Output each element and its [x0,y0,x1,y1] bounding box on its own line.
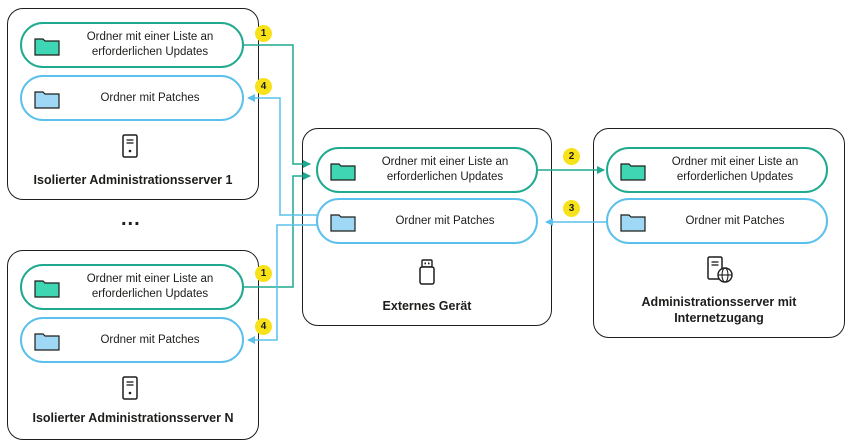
external-patches-folder: Ordner mit Patches [316,198,538,244]
step-badge-4: 4 [255,78,272,95]
folder-icon [34,333,60,351]
internet-caption: Administrationsserver mit Internetzugang [641,295,797,325]
folder-label: Ordner mit einer Liste an erforderlichen… [86,273,214,300]
external-updates-folder: Ordner mit einer Liste an erforderlichen… [316,147,538,193]
folder-icon [34,91,60,109]
internet-patches-folder: Ordner mit Patches [606,198,828,244]
ellipsis: ... [121,208,141,230]
folder-label: Ordner mit Patches [395,214,495,227]
servern-patches-folder: Ordner mit Patches [20,317,244,363]
folder-label: Ordner mit Patches [100,333,200,346]
step-badge-2: 2 [563,148,580,165]
folder-icon [330,214,356,232]
connector-external-to-servern [247,224,318,344]
external-caption: Externes Gerät [382,299,472,313]
connector-servern-to-external [244,172,311,288]
connector-external-to-server1 [247,94,318,216]
folder-icon [330,163,356,181]
folder-label: Ordner mit einer Liste an erforderlichen… [381,156,509,183]
servern-caption: Isolierter Administrationsserver N [32,411,234,425]
folder-icon [620,163,646,181]
connector-server1-to-external [244,44,311,168]
server1-caption: Isolierter Administrationsserver 1 [33,173,233,187]
step-badge-3: 3 [563,200,580,217]
server-icon [122,376,138,400]
server-globe-icon [707,256,733,283]
folder-label: Ordner mit einer Liste an erforderlichen… [671,156,799,183]
folder-icon [620,214,646,232]
folder-label: Ordner mit einer Liste an erforderlichen… [86,31,214,58]
server1-patches-folder: Ordner mit Patches [20,75,244,121]
internet-updates-folder: Ordner mit einer Liste an erforderlichen… [606,147,828,193]
step-badge-1: 1 [255,265,272,282]
usb-drive-icon [419,259,435,285]
servern-updates-folder: Ordner mit einer Liste an erforderlichen… [20,264,244,310]
folder-label: Ordner mit Patches [100,91,200,104]
server1-updates-folder: Ordner mit einer Liste an erforderlichen… [20,22,244,68]
step-badge-4: 4 [255,318,272,335]
server-icon [122,134,138,158]
folder-label: Ordner mit Patches [685,214,785,227]
step-badge-1: 1 [255,25,272,42]
folder-icon [34,38,60,56]
folder-icon [34,280,60,298]
